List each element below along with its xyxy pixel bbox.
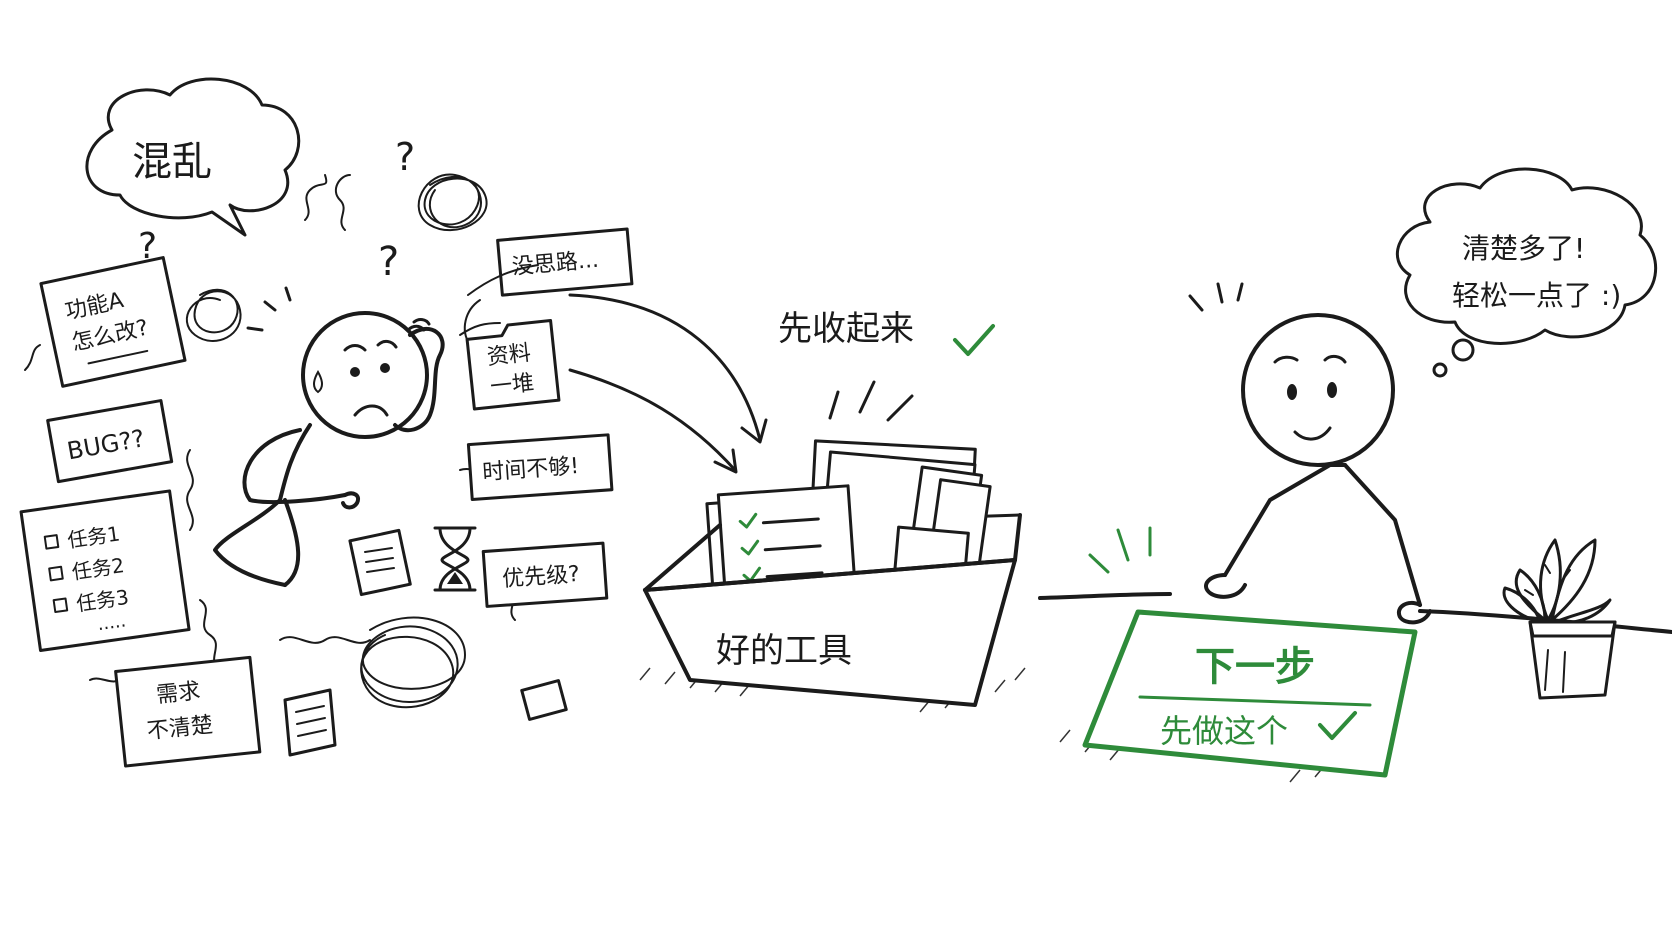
sticky-note-time: 时间不够! xyxy=(466,433,614,501)
table-edge-line xyxy=(1038,592,1172,600)
note-priority-text: 优先级? xyxy=(501,562,580,592)
thought-line-2: 轻松一点了 :) xyxy=(1452,279,1621,312)
sign-subtitle: 先做这个 xyxy=(1160,712,1288,750)
sticky-note-feature-a: 功能A 怎么改? xyxy=(39,256,187,388)
box-label: 好的工具 xyxy=(716,631,852,671)
question-mark: ? xyxy=(395,135,415,179)
box-sparkle-lines xyxy=(828,380,914,422)
scattered-paper-icon xyxy=(283,528,568,757)
checkmark-icon xyxy=(953,324,995,356)
sticky-note-bug: BUG?? xyxy=(46,399,174,484)
chaos-speech-bubble: 混乱 xyxy=(85,77,301,237)
thought-line-1: 清楚多了! xyxy=(1462,232,1585,265)
checkmark-icon xyxy=(740,539,760,556)
checkbox-icon xyxy=(43,534,60,550)
calm-head xyxy=(1241,313,1395,467)
good-tool-box: 好的工具 xyxy=(643,439,1022,707)
sign-sparkle-lines xyxy=(1088,526,1152,574)
question-mark: ? xyxy=(378,239,399,285)
checklist-note: 任务1 任务2 任务3 ..... xyxy=(19,489,191,652)
motion-arrows xyxy=(459,264,768,474)
checkbox-icon xyxy=(48,565,64,582)
box-caption: 先收起来 xyxy=(778,309,914,349)
stressed-head xyxy=(301,311,429,439)
scribble-knot-icon xyxy=(185,173,488,709)
hourglass-icon xyxy=(433,526,477,592)
checkmark-icon xyxy=(1318,711,1357,740)
folder-text-line1: 资料 xyxy=(486,341,532,370)
checkbox-icon xyxy=(52,597,69,614)
sticky-note-requirements: 需求 不清楚 xyxy=(114,655,262,768)
folder-text-line2: 一堆 xyxy=(489,371,535,400)
calm-stick-figure xyxy=(1188,282,1432,625)
thought-bubble: 清楚多了! 轻松一点了 :) xyxy=(1396,167,1657,378)
chaos-bubble-text: 混乱 xyxy=(132,139,212,185)
checkmark-icon xyxy=(738,512,758,529)
sticky-note-priority: 优先级? xyxy=(481,541,609,608)
checklist-item: ..... xyxy=(96,610,127,635)
note-requirements-line1: 需求 xyxy=(155,679,201,708)
sweat-drop-icon xyxy=(313,369,323,394)
stressed-stick-figure xyxy=(213,286,445,587)
potted-plant-icon xyxy=(1502,538,1617,700)
next-step-sign: 下一步 先做这个 xyxy=(1082,609,1418,778)
sign-title: 下一步 xyxy=(1195,644,1315,690)
folder-icon: 资料 一堆 xyxy=(465,319,561,411)
question-mark: ? xyxy=(138,226,157,267)
sticky-note-no-idea: 没思路... xyxy=(496,227,634,297)
